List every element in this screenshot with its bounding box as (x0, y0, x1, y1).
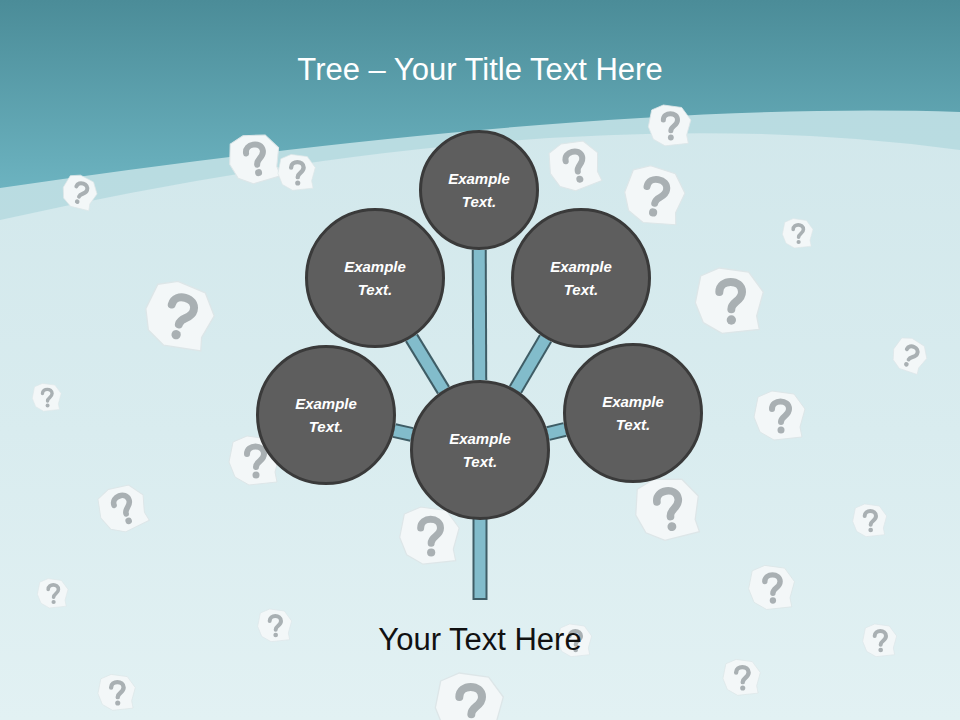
circle-shape (256, 345, 396, 485)
node-text: Example Text. (445, 427, 515, 473)
circle-shape (410, 380, 550, 520)
tree-branch (411, 338, 443, 391)
circle-outline (307, 210, 444, 347)
node-text-wrap: Example Text. (448, 167, 510, 213)
branch-outline (394, 431, 411, 435)
caption-area: Your Text Here (0, 622, 960, 658)
tree-branch (515, 338, 545, 389)
branch-fill (515, 338, 545, 389)
circle-outline (258, 347, 395, 484)
circle-shape (305, 208, 445, 348)
branch-outline (548, 429, 565, 433)
circle-node: Example Text. (256, 345, 396, 485)
node-text: Example Text. (448, 167, 510, 213)
circle-shape (419, 130, 539, 250)
circle-outline (565, 345, 702, 482)
circle-outline (412, 382, 549, 519)
tree-branch (479, 250, 481, 380)
node-text-wrap: Example Text. (445, 427, 515, 473)
tree-branch (394, 431, 411, 435)
circle-outline (513, 210, 650, 347)
branch-fill (394, 431, 411, 435)
node-text-wrap: Example Text. (291, 392, 361, 438)
circle-node: Example Text. (563, 343, 703, 483)
title-area: Tree – Your Title Text Here (0, 52, 960, 88)
branch-fill (474, 250, 486, 380)
node-text: Example Text. (598, 390, 668, 436)
node-text-wrap: Example Text. (598, 390, 668, 436)
circle-shape (511, 208, 651, 348)
circle-node: Example Text. (410, 380, 550, 520)
circle-outline (421, 132, 538, 249)
branch-outline (411, 338, 443, 391)
node-text: Example Text. (340, 255, 410, 301)
branch-outline (515, 338, 545, 389)
question-scraps (32, 105, 932, 720)
branch-fill (411, 338, 443, 391)
slide-title: Tree – Your Title Text Here (297, 52, 662, 88)
light-band (0, 0, 960, 220)
node-text-wrap: Example Text. (340, 255, 410, 301)
tree-branch (548, 429, 565, 433)
circle-node: Example Text. (305, 208, 445, 348)
circle-node: Example Text. (419, 130, 539, 250)
slide-caption: Your Text Here (378, 622, 581, 658)
node-text-wrap: Example Text. (546, 255, 616, 301)
circle-node: Example Text. (511, 208, 651, 348)
node-text: Example Text. (546, 255, 616, 301)
tree-trunk (480, 515, 481, 600)
branch-outline (472, 250, 488, 380)
branch-fill (548, 429, 565, 433)
node-text: Example Text. (291, 392, 361, 438)
circle-shape (563, 343, 703, 483)
